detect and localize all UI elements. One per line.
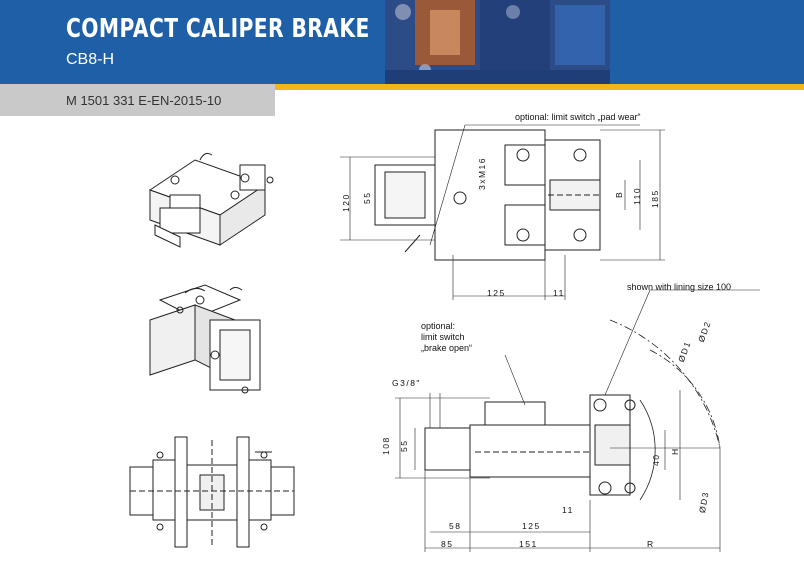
dim-11-top: 11	[553, 288, 565, 298]
doc-code-band	[0, 84, 275, 116]
dim-11-front: 11	[562, 505, 574, 515]
dim-3xm16: 3xM16	[477, 156, 487, 190]
dim-120: 120	[341, 193, 351, 212]
dim-40: 40	[651, 453, 661, 466]
dim-r: R	[647, 539, 655, 549]
accent-bar	[275, 84, 804, 90]
page-title: COMPACT CALIPER BRAKE	[66, 14, 370, 44]
dim-85: 85	[441, 539, 454, 549]
dim-151: 151	[519, 539, 538, 549]
dim-110: 110	[632, 186, 642, 205]
isometric-view-middle	[149, 284, 261, 394]
dim-185: 185	[650, 189, 660, 208]
dim-h: H	[670, 447, 680, 455]
top-view-drawing	[340, 124, 665, 300]
document-code: M 1501 331 E-EN-2015-10	[66, 93, 222, 108]
dim-55-top: 55	[362, 191, 372, 204]
dim-125-front: 125	[522, 521, 541, 531]
dim-108: 108	[381, 436, 391, 455]
dim-125-top: 125	[487, 288, 506, 298]
product-photo	[385, 0, 610, 84]
note-pad-wear: optional: limit switch „pad wear“	[515, 112, 641, 122]
dim-55-front: 55	[399, 439, 409, 452]
note-brake-open-line2: limit switch	[421, 332, 465, 342]
isometric-view-top	[148, 152, 274, 248]
note-brake-open-line3: „brake open“	[421, 343, 473, 353]
product-photo-graphic	[385, 0, 610, 84]
dim-g3-8: G3/8"	[392, 378, 421, 388]
front-view-drawing	[395, 289, 760, 552]
dim-b: B	[614, 190, 624, 198]
note-brake-open-line1: optional:	[421, 321, 456, 331]
plan-view	[129, 436, 295, 548]
note-lining-size: shown with lining size 100	[627, 282, 732, 292]
model-name: CB8-H	[66, 51, 115, 68]
dim-58: 58	[449, 521, 462, 531]
